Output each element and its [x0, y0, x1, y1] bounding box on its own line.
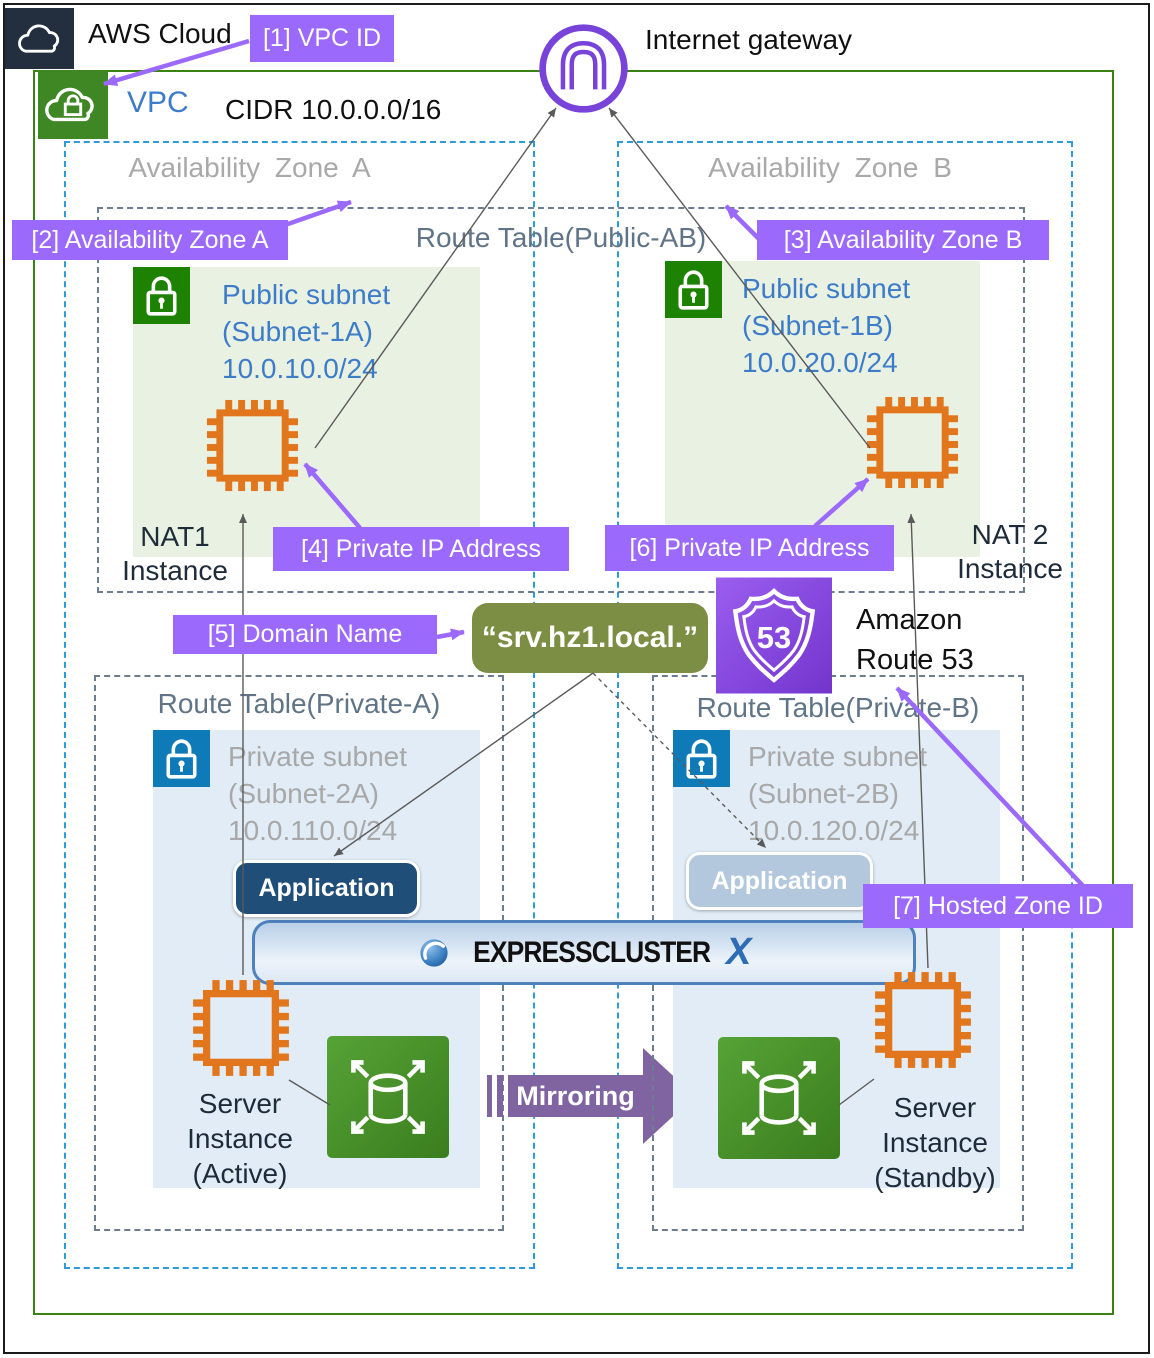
- expresscluster-x-mark: X: [726, 931, 752, 973]
- server-standby-label: Server Instance (Standby): [850, 1090, 1020, 1195]
- nat2-label: NAT 2 Instance: [930, 518, 1090, 586]
- vpc-icon: [38, 70, 108, 139]
- aws-cloud-icon: [5, 8, 74, 69]
- domain-name-box: “srv.hz1.local.”: [472, 603, 708, 673]
- nat1-line1: NAT1: [140, 521, 210, 552]
- cloud-icon: [14, 21, 66, 57]
- expresscluster-logo-icon: [420, 938, 448, 967]
- annotation-az-b: [3] Availability Zone B: [757, 220, 1049, 260]
- subnet-name: (Subnet-2A): [228, 778, 379, 809]
- nat2-instance-icon: [865, 395, 960, 490]
- route53-label: Amazon Route 53: [856, 600, 974, 680]
- route53-icon: 53: [716, 575, 832, 696]
- server-line2: Instance: [882, 1127, 988, 1158]
- application-a-box: Application: [233, 860, 420, 917]
- expresscluster-banner: EXPRESSCLUSTER X: [252, 920, 916, 985]
- vpc-label: VPC: [127, 86, 189, 119]
- nat1-line2: Instance: [122, 555, 228, 586]
- route53-badge-number: 53: [757, 620, 791, 655]
- subnet-name: (Subnet-2B): [748, 778, 899, 809]
- storage-volume-b-icon: [718, 1037, 840, 1159]
- mirroring-arrow-stripe: [487, 1075, 492, 1117]
- annotation-private-ip-a: [4] Private IP Address: [273, 527, 569, 571]
- mirroring-arrow-stripe: [497, 1075, 503, 1117]
- expresscluster-brand-text: EXPRESSCLUSTER: [472, 935, 711, 969]
- subnet-title: Private subnet: [748, 741, 927, 772]
- nat2-line2: Instance: [957, 553, 1063, 584]
- subnet-title: Public subnet: [742, 273, 911, 304]
- vpc-cidr-label: CIDR 10.0.0.0/16: [225, 94, 442, 125]
- annotation-domain-name: [5] Domain Name: [173, 615, 437, 654]
- annotation-hosted-zone-id: [7] Hosted Zone ID: [863, 884, 1133, 928]
- subnet-title: Private subnet: [228, 741, 407, 772]
- server-standby-instance-icon: [873, 970, 973, 1070]
- route-table-public-boundary: [97, 207, 1025, 593]
- annotation-az-a: [2] Availability Zone A: [12, 220, 288, 260]
- storage-volume-a-icon: [327, 1036, 449, 1158]
- subnet-cidr: 10.0.110.0/24: [228, 815, 398, 846]
- nat2-line1: NAT 2: [971, 519, 1049, 550]
- annotation-vpc-id: [1] VPC ID: [250, 15, 394, 62]
- server-line3: (Active): [192, 1158, 288, 1189]
- mirroring-arrow: Mirroring: [508, 1075, 643, 1117]
- server-line3: (Standby): [874, 1162, 996, 1193]
- route53-line1: Amazon: [856, 604, 963, 636]
- annotation-private-ip-b: [6] Private IP Address: [605, 525, 894, 571]
- route-table-private-b-title: Route Table(Private-B): [696, 692, 980, 723]
- aws-cloud-label: AWS Cloud: [88, 18, 232, 49]
- route-table-private-a-title: Route Table(Private-A): [157, 688, 441, 719]
- private-subnet-2b-lock-icon: [673, 730, 730, 787]
- internet-gateway-icon: [536, 21, 631, 116]
- subnet-name: (Subnet-1B): [742, 310, 893, 341]
- nat1-instance-icon: [205, 398, 300, 493]
- public-subnet-1a-lock-icon: [133, 267, 190, 324]
- server-line1: Server: [198, 1088, 282, 1119]
- public-subnet-1b-label: Public subnet (Subnet-1B) 10.0.20.0/24: [742, 270, 910, 381]
- availability-zone-b-title: Availability Zone B: [708, 152, 952, 183]
- public-subnet-1a-label: Public subnet (Subnet-1A) 10.0.10.0/24: [222, 276, 390, 387]
- subnet-cidr: 10.0.10.0/24: [222, 353, 378, 384]
- private-subnet-2b-label: Private subnet (Subnet-2B) 10.0.120.0/24: [748, 738, 927, 849]
- server-line1: Server: [893, 1092, 977, 1123]
- subnet-title: Public subnet: [222, 279, 391, 310]
- nat1-label: NAT1 Instance: [105, 520, 245, 588]
- subnet-name: (Subnet-1A): [222, 316, 373, 347]
- subnet-cidr: 10.0.20.0/24: [742, 347, 898, 378]
- internet-gateway-label: Internet gateway: [645, 24, 853, 55]
- subnet-cidr: 10.0.120.0/24: [748, 815, 920, 846]
- public-subnet-1b-lock-icon: [665, 261, 722, 318]
- application-b-box: Application: [686, 852, 873, 910]
- availability-zone-a-title: Availability Zone A: [128, 152, 371, 183]
- private-subnet-2a-label: Private subnet (Subnet-2A) 10.0.110.0/24: [228, 738, 407, 849]
- private-subnet-2a-lock-icon: [153, 730, 210, 787]
- server-line2: Instance: [187, 1123, 293, 1154]
- route53-line2: Route 53: [856, 644, 974, 676]
- diagram-outer-border: [3, 3, 1150, 1354]
- server-active-label: Server Instance (Active): [160, 1086, 320, 1191]
- server-active-instance-icon: [191, 978, 291, 1078]
